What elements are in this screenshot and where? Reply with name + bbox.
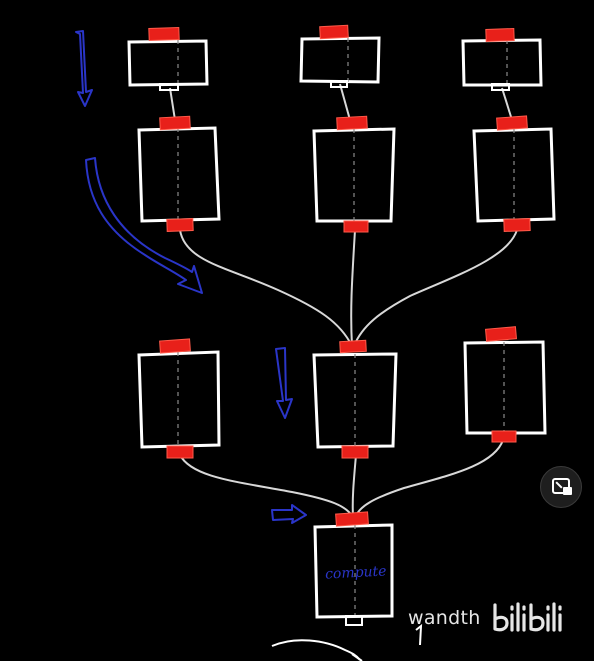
node-r3c2 xyxy=(312,339,398,459)
arrow-down-top xyxy=(75,30,93,107)
arrow-curve xyxy=(85,157,203,294)
node-r2c2 xyxy=(312,115,396,233)
input-scribble-tip xyxy=(351,653,363,661)
node-r2c3 xyxy=(472,115,556,232)
node-r1c3 xyxy=(461,27,543,91)
node-r3c3 xyxy=(463,326,547,443)
link-col3 xyxy=(501,87,513,121)
node-r1c2 xyxy=(299,24,381,88)
wire-left-lower xyxy=(179,454,353,517)
arrow-right-bottom xyxy=(271,504,307,524)
link-col2 xyxy=(339,83,351,121)
bilibili-logo xyxy=(491,601,579,635)
node-r3c1 xyxy=(137,338,221,459)
link-col1 xyxy=(169,87,176,121)
node-r2c1 xyxy=(137,115,221,232)
wire-mid-lower xyxy=(351,454,357,517)
bilibili-logo-icon xyxy=(492,602,562,632)
mini-window-icon xyxy=(563,487,572,495)
arrow-down-mid xyxy=(275,347,293,419)
compute-label: compute xyxy=(325,563,387,582)
watermark: wandth xyxy=(408,598,579,638)
wire-mid-upper xyxy=(350,229,356,347)
wire-right-lower xyxy=(355,439,504,517)
wire-right-upper xyxy=(353,229,518,347)
picture-in-picture-button[interactable] xyxy=(540,466,582,508)
node-compute xyxy=(313,511,394,626)
watermark-username: wandth xyxy=(408,607,481,629)
input-scribble xyxy=(271,639,361,661)
picture-in-picture-icon xyxy=(552,478,570,494)
node-r1c1 xyxy=(127,26,209,91)
cursor-mark xyxy=(415,623,423,646)
wire-left-upper xyxy=(179,229,353,347)
